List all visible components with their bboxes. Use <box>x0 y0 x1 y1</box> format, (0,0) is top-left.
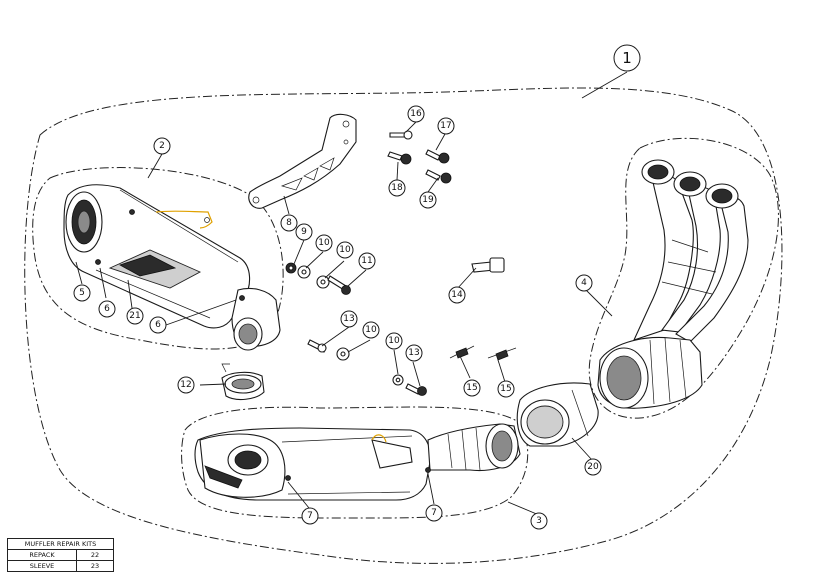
callout-18: 18 <box>388 179 406 197</box>
callout-6-lower: 6 <box>149 316 167 334</box>
right-muffler <box>194 423 521 501</box>
svg-text:16: 16 <box>410 109 422 119</box>
svg-text:5: 5 <box>79 288 85 298</box>
svg-text:17: 17 <box>440 121 451 131</box>
svg-text:14: 14 <box>451 290 463 300</box>
left-muffler <box>63 184 281 351</box>
muffler-right-outline <box>181 406 529 519</box>
callout-8: 8 <box>280 214 298 232</box>
svg-text:9: 9 <box>301 227 307 237</box>
callout-19: 19 <box>419 191 437 209</box>
complete-system-outline <box>24 87 783 564</box>
callout-7-left: 7 <box>301 507 319 525</box>
callout-10-d: 10 <box>385 332 403 350</box>
callout-15-left: 15 <box>463 379 481 397</box>
svg-text:1: 1 <box>622 49 632 67</box>
svg-text:10: 10 <box>318 238 330 248</box>
callout-11: 11 <box>358 252 376 270</box>
callout-10-b: 10 <box>336 241 354 259</box>
svg-text:11: 11 <box>361 256 372 266</box>
kit-code: 23 <box>76 560 114 572</box>
callout-5: 5 <box>73 284 91 302</box>
svg-text:13: 13 <box>408 348 419 358</box>
callout-15-right: 15 <box>497 380 515 398</box>
svg-text:10: 10 <box>339 245 351 255</box>
svg-text:10: 10 <box>365 325 377 335</box>
svg-text:21: 21 <box>129 311 140 321</box>
clamp <box>221 363 265 401</box>
repair-kits-title: MUFFLER REPAIR KITS <box>7 538 114 550</box>
svg-text:6: 6 <box>104 304 110 314</box>
svg-text:2: 2 <box>159 141 165 151</box>
svg-text:7: 7 <box>431 508 437 518</box>
svg-text:10: 10 <box>388 336 400 346</box>
link-pipe <box>516 382 599 447</box>
svg-text:15: 15 <box>466 383 477 393</box>
header-outline <box>588 137 779 419</box>
svg-text:18: 18 <box>391 183 403 193</box>
svg-text:6: 6 <box>155 320 161 330</box>
callout-13-upper: 13 <box>340 310 358 328</box>
callout-12: 12 <box>177 376 195 394</box>
svg-text:15: 15 <box>500 384 511 394</box>
callout-21: 21 <box>126 307 144 325</box>
mounting-bracket <box>248 113 357 209</box>
muffler-repair-kits-table: MUFFLER REPAIR KITS REPACK 22 SLEEVE 23 <box>7 538 114 572</box>
kit-name: SLEEVE <box>7 560 77 572</box>
callout-1: 1 <box>613 44 641 72</box>
callout-17: 17 <box>437 117 455 135</box>
table-row: SLEEVE 23 <box>7 560 114 572</box>
svg-text:12: 12 <box>180 380 191 390</box>
svg-text:3: 3 <box>536 516 542 526</box>
callout-4: 4 <box>575 274 593 292</box>
svg-text:8: 8 <box>286 218 292 228</box>
callout-2: 2 <box>153 137 171 155</box>
kit-code: 22 <box>76 549 114 561</box>
svg-text:7: 7 <box>307 511 313 521</box>
callout-7-right: 7 <box>425 504 443 522</box>
callout-6-upper: 6 <box>98 300 116 318</box>
header-pipes <box>597 159 749 409</box>
fasteners <box>285 130 517 396</box>
callout-13-lower: 13 <box>405 344 423 362</box>
table-row: REPACK 22 <box>7 549 114 561</box>
callout-10-a: 10 <box>315 234 333 252</box>
callout-9: 9 <box>295 223 313 241</box>
svg-text:4: 4 <box>581 278 587 288</box>
callout-20: 20 <box>584 458 602 476</box>
kit-name: REPACK <box>7 549 77 561</box>
callout-3: 3 <box>530 512 548 530</box>
callout-14: 14 <box>448 286 466 304</box>
svg-text:19: 19 <box>422 195 434 205</box>
callout-16: 16 <box>407 105 425 123</box>
leader-lines <box>75 71 628 516</box>
svg-text:13: 13 <box>343 314 354 324</box>
callout-10-c: 10 <box>362 321 380 339</box>
svg-text:20: 20 <box>587 462 599 472</box>
